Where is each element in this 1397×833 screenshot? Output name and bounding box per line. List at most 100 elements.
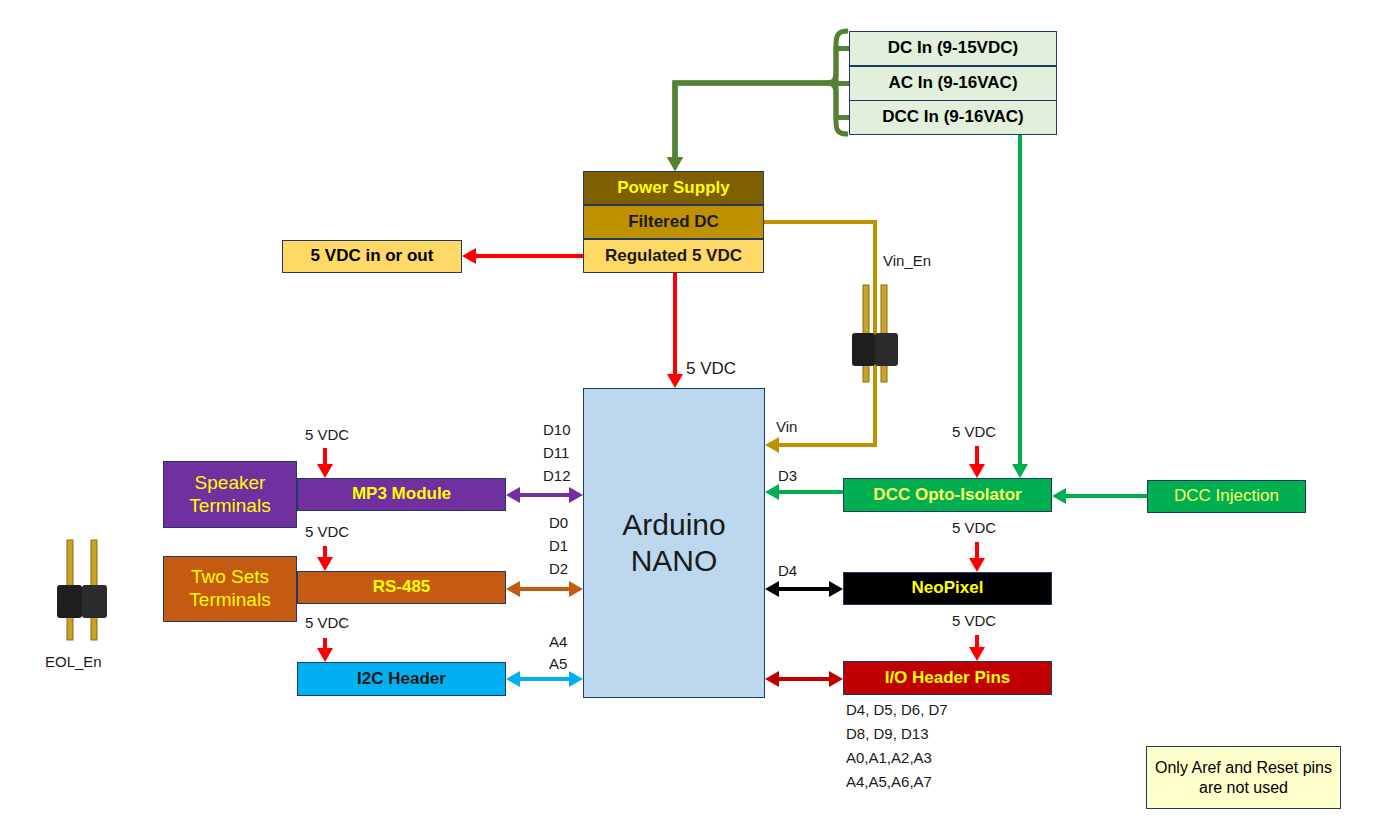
connector xyxy=(667,83,849,171)
pin-label: 5 VDC xyxy=(305,614,349,632)
block-box: DC In (9-15VDC) xyxy=(849,31,1057,66)
block-box: Regulated 5 VDC xyxy=(583,239,764,273)
arrow-head xyxy=(829,581,843,597)
arrow-head xyxy=(667,157,683,171)
connector xyxy=(667,49,849,172)
connector xyxy=(765,484,843,500)
arrow-head xyxy=(1052,488,1066,504)
block-box: AC In (9-16VAC) xyxy=(849,66,1057,101)
node-text: 5 VDC in or out xyxy=(311,246,434,266)
arrow-head xyxy=(506,487,520,503)
pin-label: EOL_En xyxy=(45,653,102,671)
connector xyxy=(765,581,843,597)
pin-label: A5 xyxy=(549,655,567,673)
jumper-vin-en xyxy=(852,285,898,382)
block-box: Filtered DC xyxy=(583,205,764,239)
arrow-head xyxy=(829,671,843,687)
connector-line xyxy=(516,493,573,497)
connector xyxy=(506,671,583,687)
connector-line xyxy=(675,49,849,162)
connector xyxy=(667,273,683,388)
node-text: Two Sets Terminals xyxy=(169,566,291,612)
block-box: DCC In (9-16VAC) xyxy=(849,100,1057,135)
arrow-head xyxy=(667,157,683,171)
block-box: MP3 Module xyxy=(297,478,506,511)
arrow-head xyxy=(506,671,520,687)
node-text: DCC Injection xyxy=(1174,486,1279,506)
pin-label: A4 xyxy=(549,633,567,651)
connector xyxy=(765,671,843,687)
pin-label: A0,A1,A2,A3 xyxy=(846,749,932,767)
block-box: I2C Header xyxy=(297,662,506,696)
node-text: I/O Header Pins xyxy=(885,668,1011,688)
block-box: DCC Injection xyxy=(1147,480,1306,513)
connector-line xyxy=(675,83,849,161)
connector xyxy=(506,581,583,597)
block-box: DCC Opto-Isolator xyxy=(843,478,1052,512)
pin-label: D4 xyxy=(778,562,797,580)
pin-label: D3 xyxy=(778,467,797,485)
connector xyxy=(506,487,583,503)
node-text: Only Aref and Reset pins are not used xyxy=(1152,758,1335,796)
connector-line xyxy=(1018,135,1022,468)
connector-line xyxy=(775,587,833,591)
arrow-head xyxy=(569,671,583,687)
pin-label: Vin_En xyxy=(883,252,931,270)
pin-label: 5 VDC xyxy=(952,612,996,630)
node-text: Regulated 5 VDC xyxy=(605,246,742,266)
block-box: NeoPixel xyxy=(843,572,1052,605)
pin-label: 5 VDC xyxy=(305,426,349,444)
connector-line xyxy=(516,677,573,681)
pin-label: 5 VDC xyxy=(952,423,996,441)
jumper-eol-en xyxy=(57,540,107,640)
connector-line xyxy=(516,587,573,591)
connector xyxy=(667,83,849,171)
pin-label: D4, D5, D6, D7 xyxy=(846,701,948,719)
pin-label: D1 xyxy=(549,537,568,555)
pin-label: D8, D9, D13 xyxy=(846,725,929,743)
block-box: Two Sets Terminals xyxy=(163,556,297,622)
connector xyxy=(1012,135,1028,478)
arrow-head xyxy=(1012,464,1028,478)
pin-label: A4,A5,A6,A7 xyxy=(846,773,932,791)
node-text: DCC Opto-Isolator xyxy=(873,485,1021,505)
node-text: DCC In (9-16VAC) xyxy=(882,107,1023,127)
block-box: 5 VDC in or out xyxy=(282,240,462,273)
pin-label: D11 xyxy=(543,444,569,462)
node-text: Power Supply xyxy=(617,178,729,198)
block-box: I/O Header Pins xyxy=(843,661,1052,695)
pin-label: 5 VDC xyxy=(952,519,996,537)
node-text: I2C Header xyxy=(357,669,446,689)
connector xyxy=(1052,488,1147,504)
connector xyxy=(764,222,875,453)
node-text: RS-485 xyxy=(373,577,431,597)
node-text: AC In (9-16VAC) xyxy=(888,73,1017,93)
node-text: Arduino NANO xyxy=(589,507,759,579)
arrow-head xyxy=(765,671,779,687)
block-box: RS-485 xyxy=(297,571,506,604)
arrow-head xyxy=(765,437,779,453)
edge-label: 5 VDC xyxy=(686,360,736,378)
block-box: Arduino NANO xyxy=(583,388,765,698)
pin-label: D0 xyxy=(549,514,568,532)
pin-label: 5 VDC xyxy=(305,523,349,541)
block-box: Power Supply xyxy=(583,171,764,205)
arrow-head xyxy=(569,487,583,503)
pin-label: D2 xyxy=(549,560,568,578)
arrow-head xyxy=(569,581,583,597)
node-text: Filtered DC xyxy=(628,212,719,232)
connector-line xyxy=(764,222,875,445)
arrow-head xyxy=(667,157,683,171)
node-text: MP3 Module xyxy=(352,484,451,504)
connector-line xyxy=(775,677,833,681)
arrow-head xyxy=(506,581,520,597)
node-text: DC In (9-15VDC) xyxy=(888,38,1018,58)
block-box: Speaker Terminals xyxy=(163,461,297,528)
connector-line xyxy=(775,490,843,494)
connector-line xyxy=(1062,494,1147,498)
arrow-head xyxy=(765,484,779,500)
node-text: Speaker Terminals xyxy=(169,472,291,518)
connector-line xyxy=(472,254,583,258)
connector-line xyxy=(673,273,677,378)
